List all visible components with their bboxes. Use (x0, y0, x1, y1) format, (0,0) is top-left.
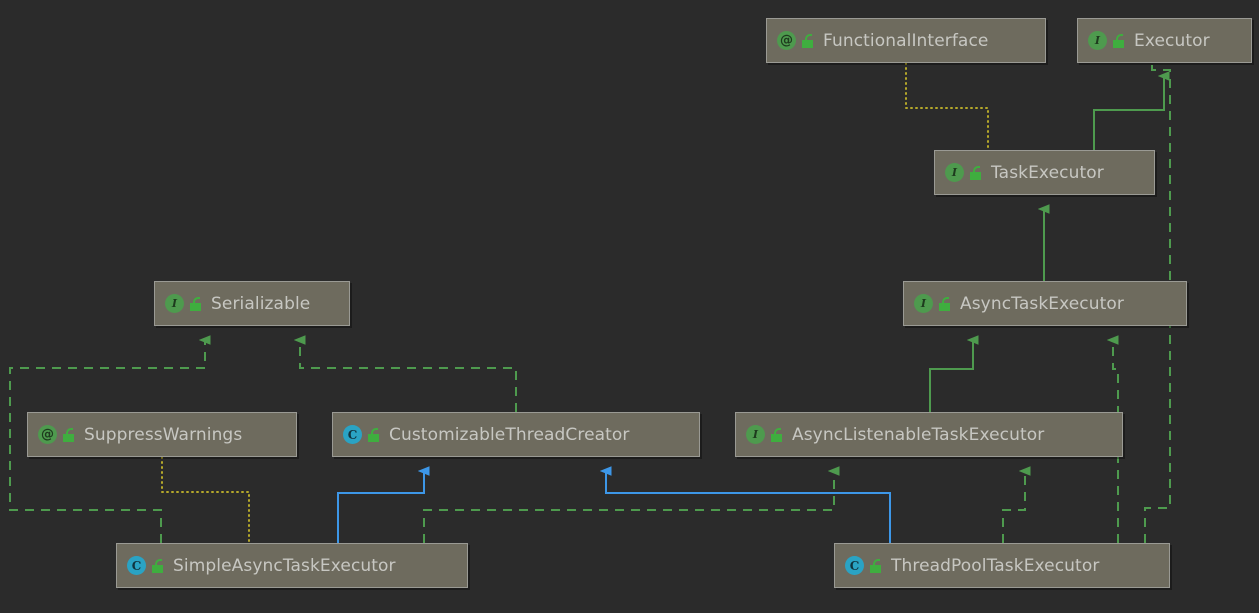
class-icon: C (343, 425, 362, 444)
node-label: FunctionalInterface (823, 30, 989, 51)
node-label: CustomizableThreadCreator (389, 424, 630, 445)
edge-functional-interface-to-task-executor (905, 62, 989, 151)
unlocked-icon (367, 427, 380, 442)
node-simple-async-task-executor[interactable]: C SimpleAsyncTaskExecutor (116, 543, 468, 588)
node-async-task-executor[interactable]: I AsyncTaskExecutor (903, 281, 1187, 326)
interface-icon: I (746, 425, 765, 444)
node-label: ThreadPoolTaskExecutor (891, 555, 1100, 576)
unlocked-icon (770, 427, 783, 442)
node-thread-pool-task-executor[interactable]: C ThreadPoolTaskExecutor (834, 543, 1170, 588)
unlocked-icon (151, 558, 164, 573)
edge-thread-pool-to-customizable-thread-creator (606, 471, 891, 543)
annotation-icon: @ (777, 31, 796, 50)
interface-icon: I (1088, 31, 1107, 50)
unlocked-icon (938, 296, 951, 311)
unlocked-icon (62, 427, 75, 442)
node-suppress-warnings[interactable]: @ SuppressWarnings (27, 412, 297, 457)
node-label: AsyncTaskExecutor (960, 293, 1124, 314)
node-label: SuppressWarnings (84, 424, 243, 445)
edge-simple-async-to-customizable-thread-creator (337, 471, 424, 543)
node-label: Executor (1134, 30, 1210, 51)
node-functional-interface[interactable]: @ FunctionalInterface (766, 18, 1046, 63)
node-label: SimpleAsyncTaskExecutor (173, 555, 396, 576)
unlocked-icon (189, 296, 202, 311)
interface-icon: I (945, 163, 964, 182)
class-icon: C (127, 556, 146, 575)
annotation-icon: @ (38, 425, 57, 444)
edge-suppress-warnings-to-simple-async (161, 456, 250, 544)
interface-icon: I (165, 294, 184, 313)
edge-thread-pool-to-async-listenable (1002, 471, 1025, 543)
node-serializable[interactable]: I Serializable (154, 281, 350, 326)
edge-async-listenable-to-async-task-executor (929, 340, 973, 412)
edge-customizable-thread-creator-to-serializable (300, 340, 517, 412)
node-executor[interactable]: I Executor (1077, 18, 1252, 63)
unlocked-icon (801, 33, 814, 48)
node-task-executor[interactable]: I TaskExecutor (934, 150, 1155, 195)
unlocked-icon (1112, 33, 1125, 48)
node-customizable-thread-creator[interactable]: C CustomizableThreadCreator (332, 412, 700, 457)
node-label: TaskExecutor (991, 162, 1104, 183)
class-icon: C (845, 556, 864, 575)
node-async-listenable-task-executor[interactable]: I AsyncListenableTaskExecutor (735, 412, 1123, 457)
unlocked-icon (969, 165, 982, 180)
node-label: Serializable (211, 293, 311, 314)
interface-icon: I (914, 294, 933, 313)
unlocked-icon (869, 558, 882, 573)
edge-simple-async-to-async-listenable (423, 471, 834, 543)
node-label: AsyncListenableTaskExecutor (792, 424, 1045, 445)
edge-task-executor-to-executor (1093, 76, 1164, 150)
